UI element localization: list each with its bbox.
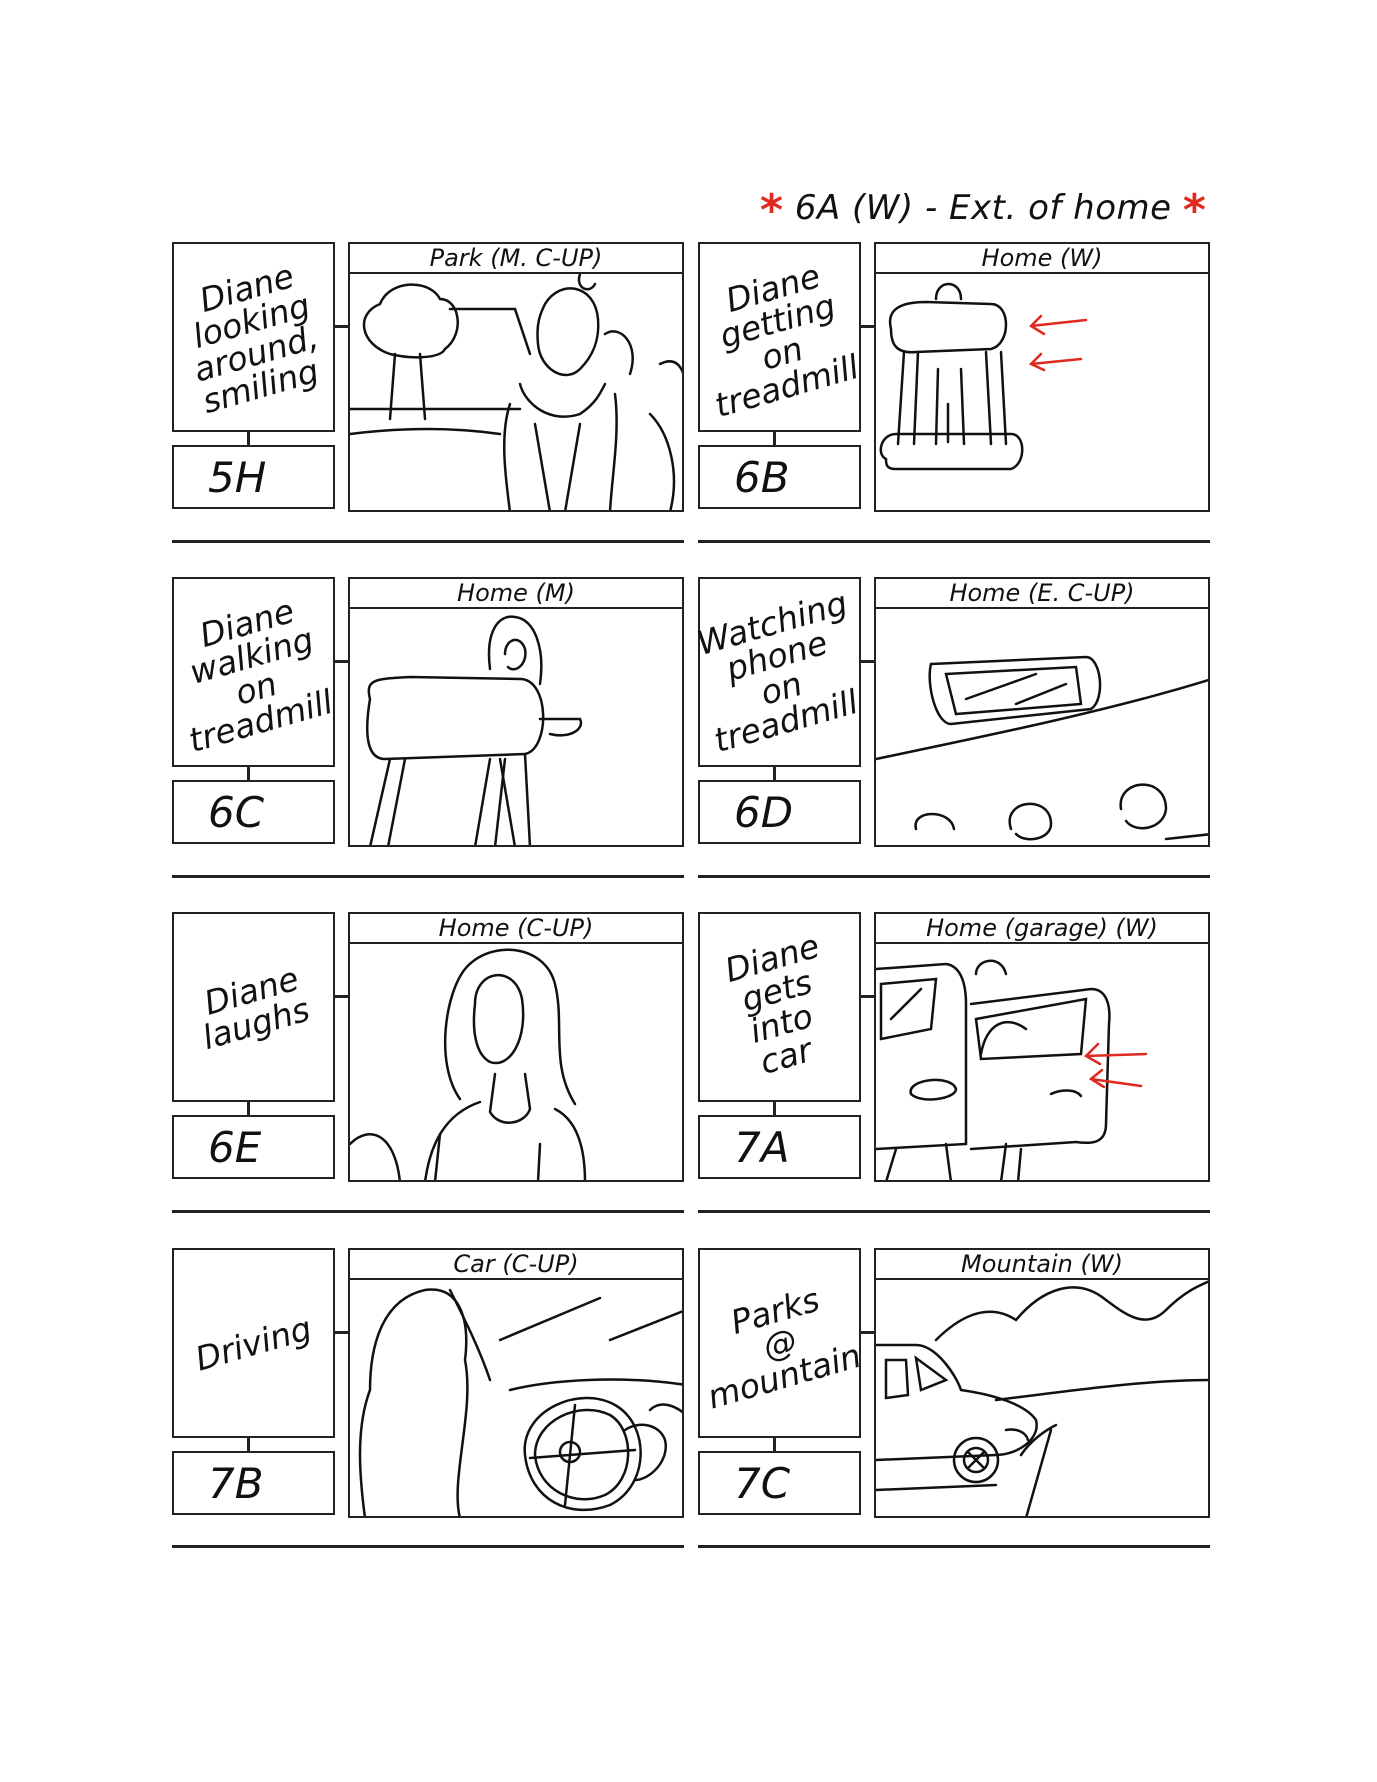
panel-frame: Home (E. C-UP) — [874, 577, 1210, 847]
panel-number: 6D — [698, 780, 861, 844]
scene-note-text: 6A (W) - Ext. of home — [794, 188, 1172, 228]
panel-number: 7B — [172, 1451, 335, 1515]
laughing-closeup-sketch — [350, 948, 587, 1180]
shot-label: Mountain (W) — [876, 1250, 1208, 1280]
red-asterisk-icon: * — [760, 185, 784, 236]
shot-label: Home (W) — [876, 244, 1208, 274]
panel-description: Driving — [172, 1248, 335, 1438]
scene-note: * 6A (W) - Ext. of home * — [760, 185, 1206, 236]
panel-number: 6C — [172, 780, 335, 844]
panel-frame: Home (M) — [348, 577, 684, 847]
shot-label: Home (E. C-UP) — [876, 579, 1208, 609]
panel-frame: Car (C-UP) — [348, 1248, 684, 1518]
shot-label: Park (M. C-UP) — [350, 244, 682, 274]
treadmill-walking-sketch — [365, 615, 583, 845]
mountain-car-sketch — [876, 1280, 1208, 1516]
treadmill-sketch — [879, 282, 1088, 471]
driving-closeup-sketch — [358, 1288, 682, 1516]
garage-car-sketch — [876, 959, 1148, 1180]
park-sketch — [350, 274, 682, 510]
phone-on-treadmill-sketch — [876, 655, 1208, 841]
panel-frame: Mountain (W) — [874, 1248, 1210, 1518]
panel-frame: Park (M. C-UP) — [348, 242, 684, 512]
shot-label: Home (C-UP) — [350, 914, 682, 944]
shot-label: Car (C-UP) — [350, 1250, 682, 1280]
panel-frame: Home (garage) (W) — [874, 912, 1210, 1182]
panel-frame: Home (W) — [874, 242, 1210, 512]
panel-number: 7A — [698, 1115, 861, 1179]
panel-number: 7C — [698, 1451, 861, 1515]
panel-description: Parks@mountain — [698, 1248, 865, 1438]
panel-number: 6E — [172, 1115, 335, 1179]
shot-label: Home (garage) (W) — [876, 914, 1208, 944]
panel-frame: Home (C-UP) — [348, 912, 684, 1182]
panel-number: 6B — [698, 445, 861, 509]
red-asterisk-icon: * — [1182, 185, 1207, 236]
panel-number: 5H — [172, 445, 335, 509]
shot-label: Home (M) — [350, 579, 682, 609]
